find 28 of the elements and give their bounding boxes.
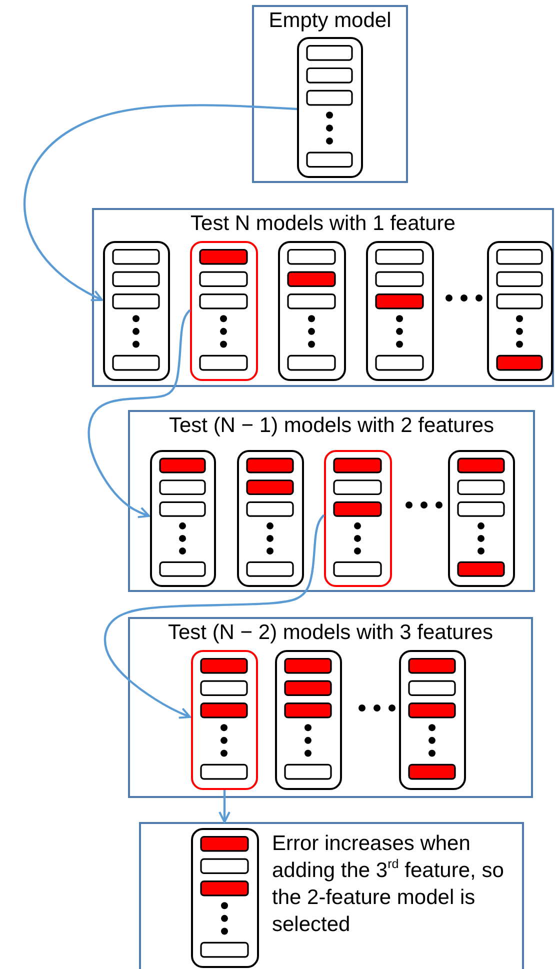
model-column — [275, 650, 342, 790]
panel-title: Test (N − 1) models with 2 features — [168, 414, 496, 438]
panel-title: Empty model — [268, 9, 392, 33]
result-note: Error increases when adding the 3$^{rd}$ feature, so the 2-feature model is selected — [272, 831, 505, 938]
step-panel — [252, 5, 408, 183]
model-column — [399, 650, 466, 790]
step-panel — [139, 822, 524, 969]
step-panel — [128, 617, 533, 798]
step-panel — [128, 410, 535, 592]
model-column — [237, 450, 304, 587]
model-column — [103, 241, 170, 381]
arrow — [104, 514, 325, 719]
selected-model-column — [191, 650, 258, 790]
selected-model-column — [324, 450, 392, 587]
model-column — [278, 241, 346, 381]
step-panel — [92, 208, 554, 387]
model-column — [487, 241, 553, 381]
model-column — [297, 37, 363, 178]
arrow — [218, 790, 230, 823]
model-column — [191, 828, 259, 968]
arrow — [23, 104, 298, 302]
arrow — [88, 309, 191, 518]
selected-model-column — [190, 241, 258, 381]
model-column — [448, 450, 515, 587]
model-column — [366, 241, 434, 381]
panel-title: Test (N − 2) models with 3 features — [166, 621, 494, 645]
model-column — [150, 450, 216, 587]
panel-title: Test N models with 1 feature — [190, 212, 456, 236]
